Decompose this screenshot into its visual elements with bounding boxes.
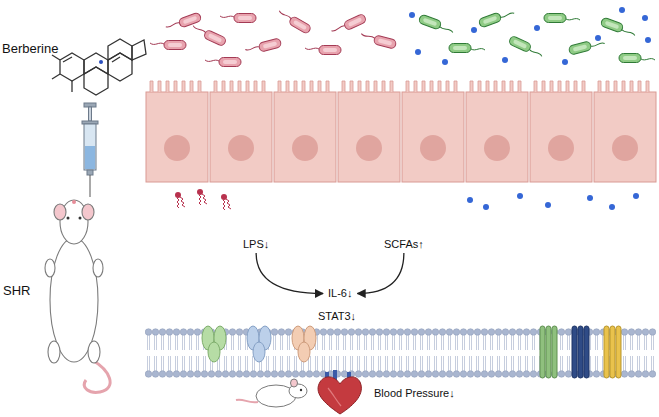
curved-arrow (357, 253, 403, 294)
node-text: SCFAs↑ (384, 238, 424, 251)
animal-model-label: SHR (3, 283, 30, 299)
node-text: IL-6↓ (328, 287, 352, 300)
cytokine-node: IL-6↓ (325, 286, 355, 301)
curved-arrow (256, 253, 323, 294)
molecule-node: LPS↓ (240, 237, 272, 252)
node-text: LPS↓ (243, 238, 269, 251)
molecule-node: SCFAs↑ (381, 237, 427, 252)
pathway-label: STAT3↓ (318, 310, 356, 323)
drug-name: Berberine (2, 41, 58, 57)
outcome-label: Blood Pressure↓ (374, 387, 455, 400)
